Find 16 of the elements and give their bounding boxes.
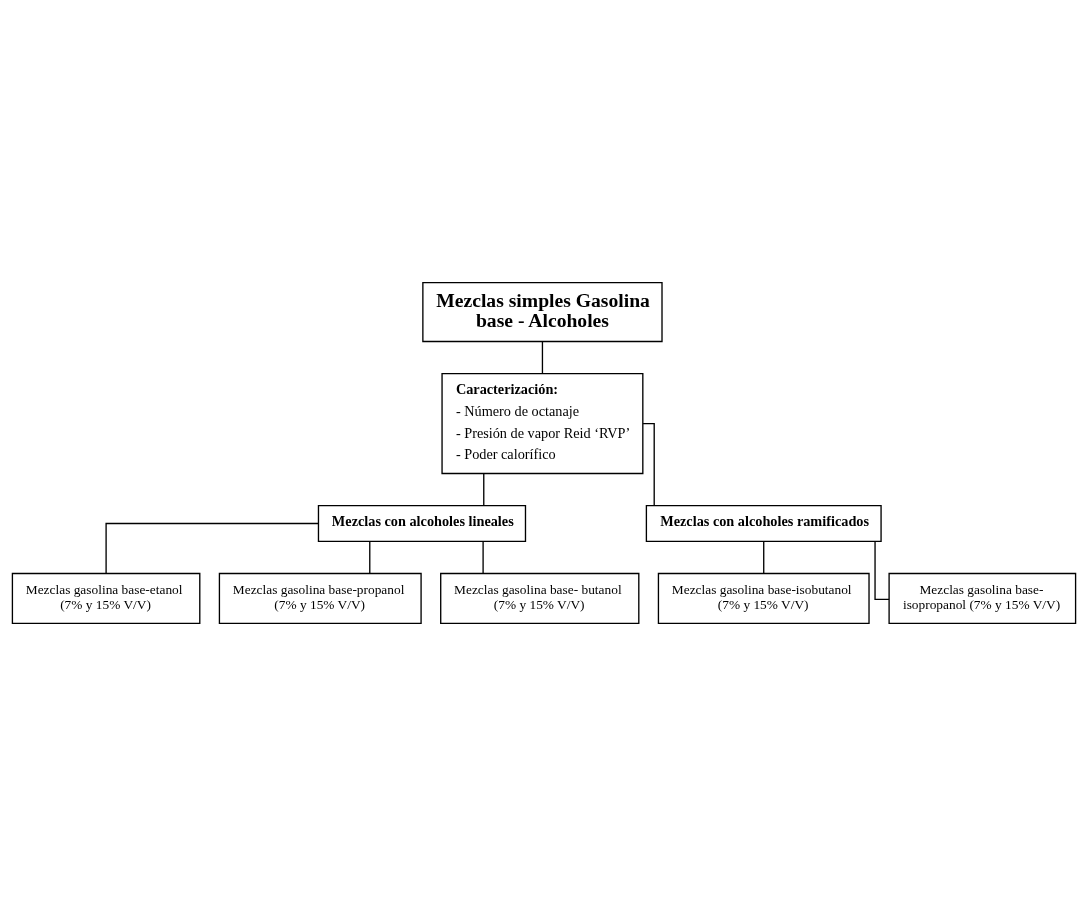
connector — [642, 422, 655, 507]
node-box: Mezclas con alcoholes lineales — [317, 504, 527, 542]
node-box: Mezclas gasolina base-etanol (7% y 15% V/V) — [11, 572, 201, 625]
node-box: Mezclas con alcoholes ramificados — [645, 504, 882, 542]
node-box: Mezclas gasolina base-isobutanol (7% y 15% V/V) — [657, 572, 870, 625]
node-box: Caracterización: - Número de octanaje - Presión de vapor Reid ‘RVP’ - Poder calorífico — [441, 372, 644, 475]
node-box: Mezclas gasolina base- butanol (7% y 15% V/V) — [440, 572, 640, 625]
node-box: Mezclas simples Gasolina base - Alcoholes — [422, 281, 663, 343]
connector — [369, 540, 371, 575]
node-box: Mezclas gasolina base- isopropanol (7% y 15% V/V) — [888, 572, 1077, 625]
node-box: Mezclas gasolina base-propanol (7% y 15% V/V) — [218, 572, 422, 625]
connector — [482, 540, 484, 575]
connector — [483, 472, 485, 507]
connector — [105, 522, 319, 574]
connector — [763, 540, 765, 575]
connector — [541, 340, 544, 375]
